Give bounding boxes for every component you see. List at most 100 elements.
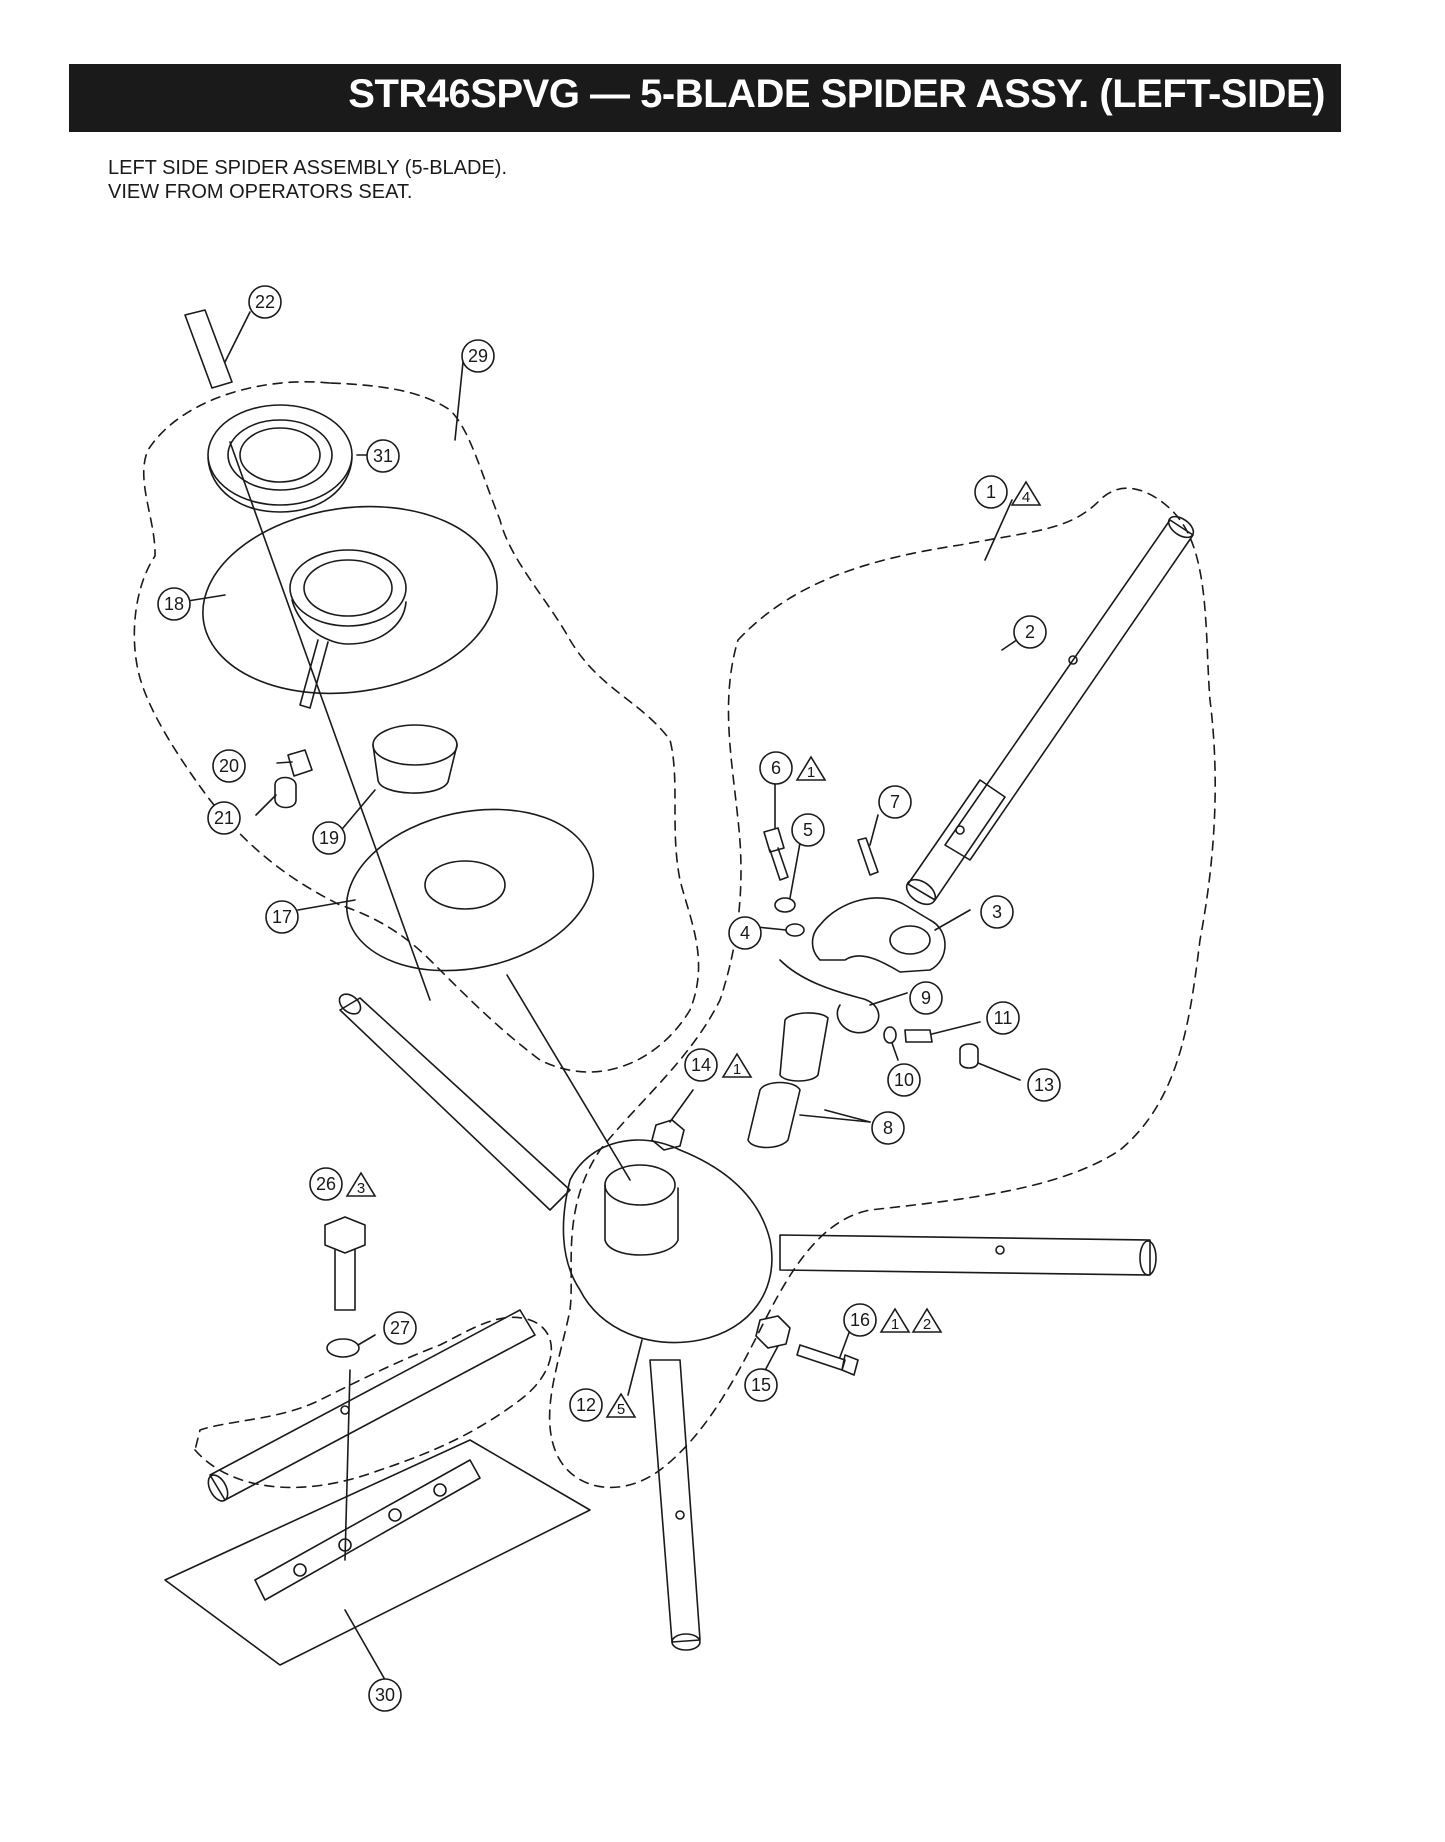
callout-5-label: 5 [803,820,813,840]
callout-27-label: 27 [390,1318,410,1338]
callout-17-label: 17 [272,907,292,927]
callout-16-label: 16 [850,1310,870,1330]
callout-7-label: 7 [890,792,900,812]
note-1a-label: 4 [1022,489,1030,506]
part-17-disc [345,808,595,972]
callout-17 [265,900,299,934]
note-triangle-26 [345,1171,377,1197]
callout-3-label: 3 [992,902,1002,922]
part-3-clamp [811,897,946,973]
part-2-arm [944,519,1194,861]
callout-26-label: 26 [316,1174,336,1194]
callout-4-label: 4 [740,923,750,943]
callout-8 [871,1111,905,1145]
callout-2-label: 2 [1025,622,1035,642]
note-triangle-16a [879,1307,911,1333]
callout-5 [791,813,825,847]
callout-26 [309,1167,343,1201]
part-12-hub [562,1139,773,1344]
note-triangle-16b [911,1307,943,1333]
part-15-nut [755,1315,791,1349]
callout-31 [366,439,400,473]
callout-30-label: 30 [375,1685,395,1705]
callout-21 [207,801,241,835]
callout-15-label: 15 [751,1375,771,1395]
callout-18 [157,587,191,621]
part-18-hood-plate [202,505,498,695]
note-triangle-6 [795,755,827,781]
arm-lower-left [209,1309,536,1501]
callout-22-label: 22 [255,292,275,312]
title-bar: STR46SPVG — 5-BLADE SPIDER ASSY. (LEFT-S… [69,64,1341,132]
note-16a-label: 1 [891,1316,899,1333]
callout-6-label: 6 [771,758,781,778]
note-14-label: 1 [733,1061,741,1078]
callout-7 [878,785,912,819]
description: LEFT SIDE SPIDER ASSEMBLY (5-BLADE). VIE… [108,156,507,204]
group-outline-lower-arm [194,1316,553,1489]
description-line-2: VIEW FROM OPERATORS SEAT. [108,181,413,203]
callout-22 [248,285,282,319]
note-6-label: 1 [807,764,815,781]
group-outline-29 [133,381,700,1073]
page-title: STR46SPVG — 5-BLADE SPIDER ASSY. (LEFT-S… [348,72,1325,116]
callout-13 [1027,1068,1061,1102]
callout-14 [684,1048,718,1082]
callout-10-label: 10 [894,1070,914,1090]
callout-6 [759,751,793,785]
note-12-label: 5 [617,1401,625,1418]
part-13-cap [959,1043,979,1069]
part-10-washer [883,1026,897,1044]
callout-9-label: 9 [921,988,931,1008]
note-triangle-1a [1010,480,1042,506]
callout-11-label: 11 [994,1008,1013,1028]
callout-21-label: 21 [214,808,234,828]
part-27-washer [326,1338,360,1358]
part-21-cap [274,776,297,809]
description-line-1: LEFT SIDE SPIDER ASSEMBLY (5-BLADE). [108,157,508,179]
arm-lower [649,1359,701,1643]
callout-3 [980,895,1014,929]
part-31-bearing [207,404,353,506]
note-16b-label: 2 [923,1316,931,1333]
callout-10 [887,1063,921,1097]
callout-14-label: 14 [691,1055,711,1075]
callout-19 [312,821,346,855]
callout-20 [212,749,246,783]
callout-20-label: 20 [219,756,239,776]
note-triangle-14 [721,1052,753,1078]
part-8-bushing [779,1012,829,1082]
part-4-washer [785,923,805,937]
callout-8-label: 8 [883,1118,893,1138]
callout-2 [1013,615,1047,649]
callout-12-label: 12 [576,1395,596,1415]
part-7-pin [857,837,879,876]
part-16-bolt [796,1344,846,1371]
callout-27 [383,1311,417,1345]
part-11-fitting [904,1029,933,1043]
callout-1 [974,475,1008,509]
callout-11 [986,1001,1020,1035]
part-26-bolt [324,1216,366,1254]
callout-9 [909,981,943,1015]
callout-31-label: 31 [373,446,393,466]
callout-18-label: 18 [164,594,184,614]
callout-19-label: 19 [319,828,339,848]
callout-4 [728,916,762,950]
part-20-grease-fitting [287,749,313,777]
callout-1-label: 1 [986,482,996,502]
callout-15 [744,1368,778,1402]
part-22-key [184,309,233,389]
callout-13-label: 13 [1034,1075,1054,1095]
callout-16 [843,1303,877,1337]
part-5-nut [774,897,796,913]
part-19-sleeve [372,724,458,766]
arm-right [779,1234,1151,1276]
note-triangle-12 [605,1392,637,1418]
part-6-bolt [763,827,785,853]
arm-upper-left [339,997,571,1211]
note-26-label: 3 [357,1180,365,1197]
callout-12 [569,1388,603,1422]
callout-30 [368,1678,402,1712]
